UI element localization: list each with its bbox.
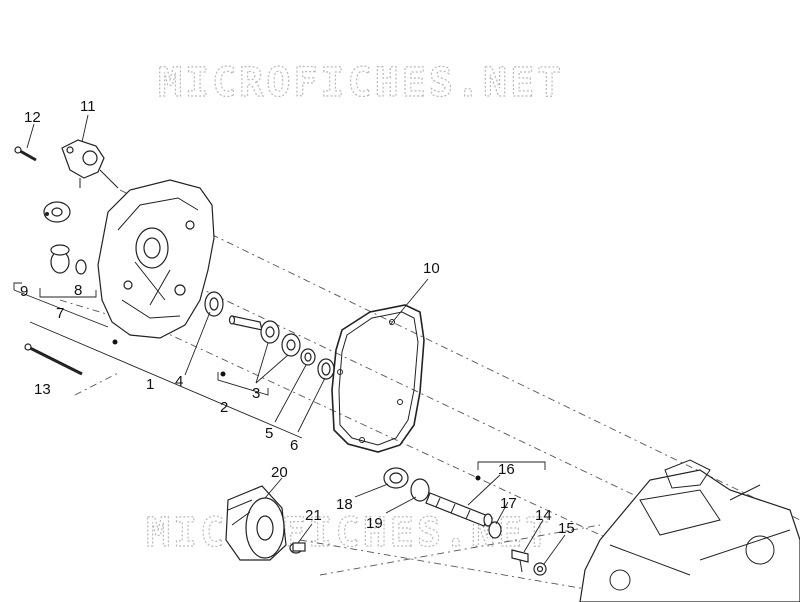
sensor-part-14[interactable] [511, 549, 529, 573]
washer-part-5[interactable] [300, 348, 316, 366]
bolt-part-12[interactable] [14, 146, 37, 162]
washer-part-15[interactable] [533, 562, 547, 576]
oil-filter-part-20[interactable] [225, 485, 287, 561]
callout-20: 20 [271, 464, 288, 481]
callout-17: 17 [500, 495, 517, 512]
callout-13: 13 [34, 381, 51, 398]
callout-16: 16 [498, 461, 515, 478]
bushing-part-9[interactable] [50, 244, 70, 274]
callout-14: 14 [535, 507, 552, 524]
gasket-part-10[interactable] [331, 304, 425, 453]
gear-part-upper-left[interactable] [43, 201, 71, 223]
o-ring-part-8[interactable] [75, 259, 87, 275]
callout-12: 12 [24, 109, 41, 126]
callout-4: 4 [175, 373, 183, 390]
callout-9: 9 [20, 283, 28, 300]
callout-5: 5 [265, 425, 273, 442]
leader-lines [26, 114, 566, 565]
callout-6: 6 [290, 437, 298, 454]
callout-10: 10 [423, 260, 440, 277]
callout-3: 3 [252, 385, 260, 402]
callout-7: 7 [56, 305, 64, 322]
marker-dot-part-16 [475, 475, 481, 481]
filter-cap-part-18[interactable] [383, 467, 409, 489]
callout-1: 1 [146, 376, 154, 393]
callout-15: 15 [558, 520, 575, 537]
callout-19: 19 [366, 515, 383, 532]
callout-11: 11 [80, 98, 96, 115]
group-brackets [13, 282, 546, 470]
fitting-part-21[interactable] [289, 542, 306, 554]
watermark-top: MICROFICHES.NET [158, 60, 564, 106]
oil-pump-part-11[interactable] [61, 139, 119, 189]
long-bolt-part-13[interactable] [24, 343, 83, 376]
crankcase-cover-part-1[interactable] [97, 179, 215, 339]
shaft-part-2[interactable] [228, 315, 263, 331]
callout-18: 18 [336, 496, 353, 513]
callout-2: 2 [220, 399, 228, 416]
engine-reference-thumbnail [579, 459, 800, 602]
o-ring-part-17[interactable] [488, 521, 502, 539]
o-ring-part-19[interactable] [410, 478, 430, 502]
marker-dot-part-1 [112, 339, 118, 345]
callout-21: 21 [305, 507, 322, 524]
oil-seal-part-6[interactable] [317, 358, 335, 380]
callout-8: 8 [74, 282, 82, 299]
marker-dot-part-2 [220, 371, 226, 377]
strainer-part-16[interactable] [425, 492, 493, 527]
bearing-part-3[interactable] [260, 320, 301, 357]
bearing-part-4[interactable] [204, 291, 224, 317]
